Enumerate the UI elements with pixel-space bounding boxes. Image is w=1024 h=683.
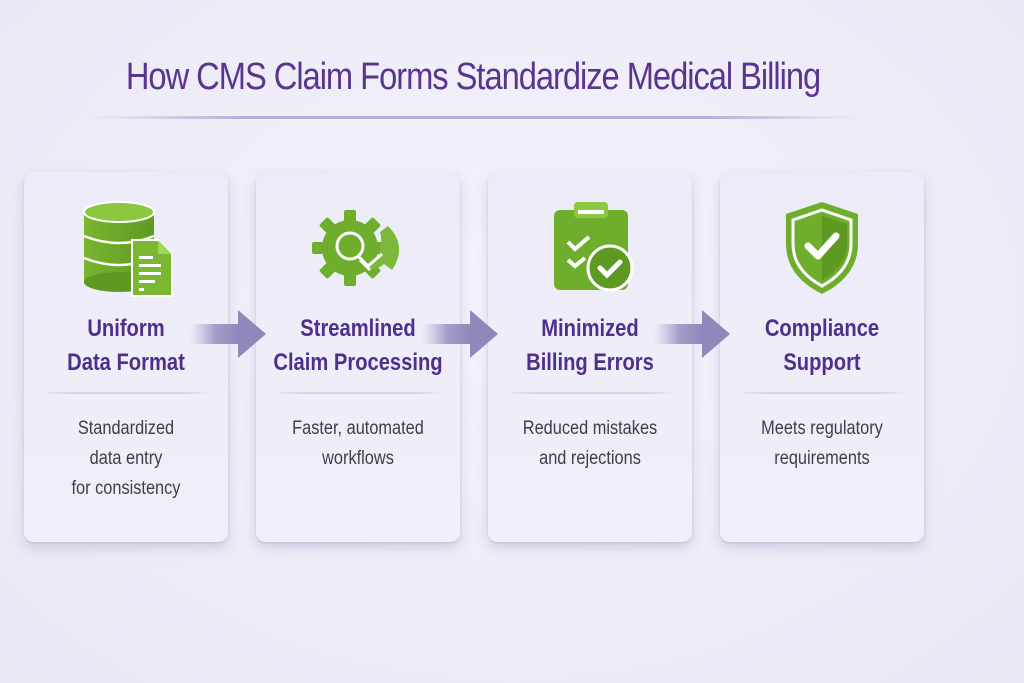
card-heading: Compliance Support (764, 315, 880, 376)
arrow-right-icon (190, 308, 270, 360)
shield-check-icon (772, 198, 872, 298)
card-divider (738, 392, 906, 394)
card-streamlined-claim-processing: Streamlined Claim Processing Faster, aut… (256, 172, 460, 542)
card-description: Standardized data entry for consistency (71, 418, 181, 499)
card-description: Faster, automated workflows (292, 418, 424, 469)
card-divider (506, 392, 674, 394)
card-divider (274, 392, 442, 394)
arrow-right-icon (422, 308, 502, 360)
gear-process-icon (308, 198, 408, 298)
clipboard-check-icon (540, 198, 640, 298)
arrow-right-icon (654, 308, 734, 360)
page-title: How CMS Claim Forms Standardize Medical … (125, 56, 821, 98)
card-uniform-data-format: Uniform Data Format Standardized data en… (24, 172, 228, 542)
card-heading: Streamlined Claim Processing (273, 315, 443, 376)
card-compliance-support: Compliance Support Meets regulatory requ… (720, 172, 924, 542)
card-description: Meets regulatory requirements (761, 418, 883, 469)
card-description: Reduced mistakes and rejections (522, 418, 658, 469)
title-divider (90, 116, 860, 119)
card-heading: Uniform Data Format (67, 315, 185, 376)
card-minimized-billing-errors: Minimized Billing Errors Reduced mistake… (488, 172, 692, 542)
card-heading: Minimized Billing Errors (526, 315, 654, 376)
database-document-icon (76, 198, 176, 298)
card-divider (42, 392, 210, 394)
